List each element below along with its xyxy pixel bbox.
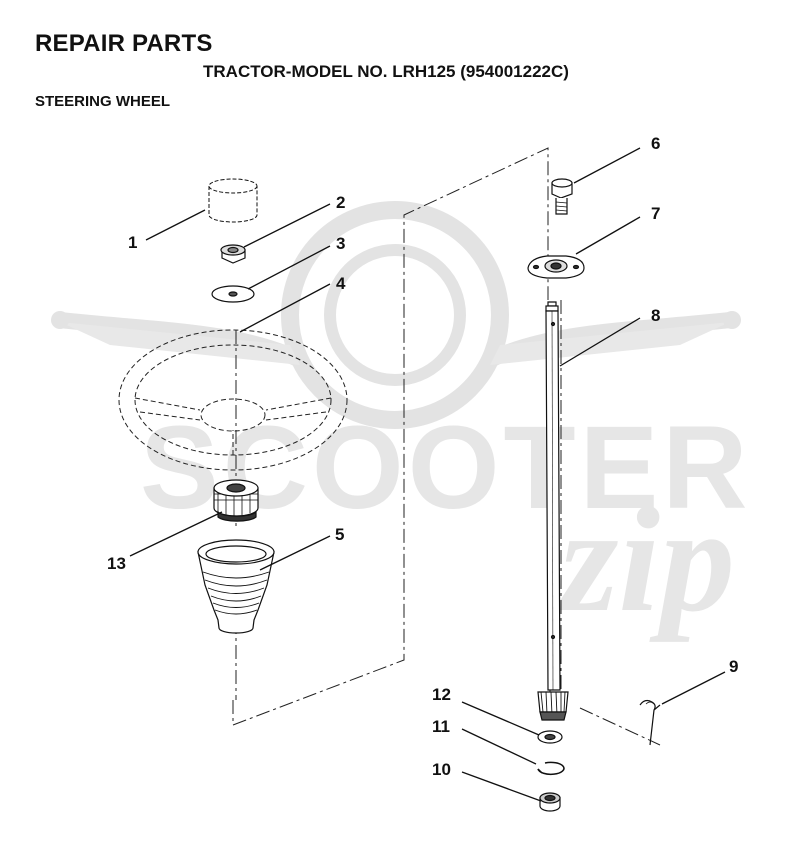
model-subtitle: TRACTOR-MODEL NO. LRH125 (954001222C) xyxy=(203,62,569,81)
callout-7: 7 xyxy=(651,204,660,223)
part-12-washer xyxy=(537,730,563,744)
callout-11: 11 xyxy=(432,717,450,736)
part-11-snap-ring xyxy=(537,761,565,776)
callout-numbers: 1 2 3 4 5 6 7 8 9 10 11 12 13 xyxy=(107,134,738,779)
part-1-cap xyxy=(208,178,258,223)
callout-13: 13 xyxy=(107,554,126,573)
part-13-splined-adapter xyxy=(213,479,259,522)
callout-2: 2 xyxy=(336,193,345,212)
part-4-steering-wheel xyxy=(118,329,348,471)
part-6-bolt xyxy=(551,178,573,215)
callout-9: 9 xyxy=(729,657,738,676)
callout-3: 3 xyxy=(336,234,345,253)
part-3-washer xyxy=(211,285,255,303)
part-8-steering-shaft xyxy=(537,301,569,721)
callout-12: 12 xyxy=(432,685,451,704)
callout-8: 8 xyxy=(651,306,660,325)
watermark-scooter-logo-icon xyxy=(51,201,741,429)
callout-1: 1 xyxy=(128,233,137,252)
callout-4: 4 xyxy=(336,274,346,293)
part-7-flange-bearing xyxy=(527,255,585,279)
callout-5: 5 xyxy=(335,525,344,544)
part-2-nut xyxy=(220,244,246,264)
leader-lines xyxy=(129,147,726,802)
part-10-bushing xyxy=(539,792,561,812)
section-title: STEERING WHEEL xyxy=(35,93,171,110)
page-title: REPAIR PARTS xyxy=(35,30,213,57)
watermark: SCOOTER zip xyxy=(51,201,748,643)
part-9-clip xyxy=(639,699,661,746)
callout-10: 10 xyxy=(432,760,451,779)
part-5-boot xyxy=(197,539,275,634)
watermark-text-script: zip xyxy=(555,477,735,643)
callout-6: 6 xyxy=(651,134,660,153)
